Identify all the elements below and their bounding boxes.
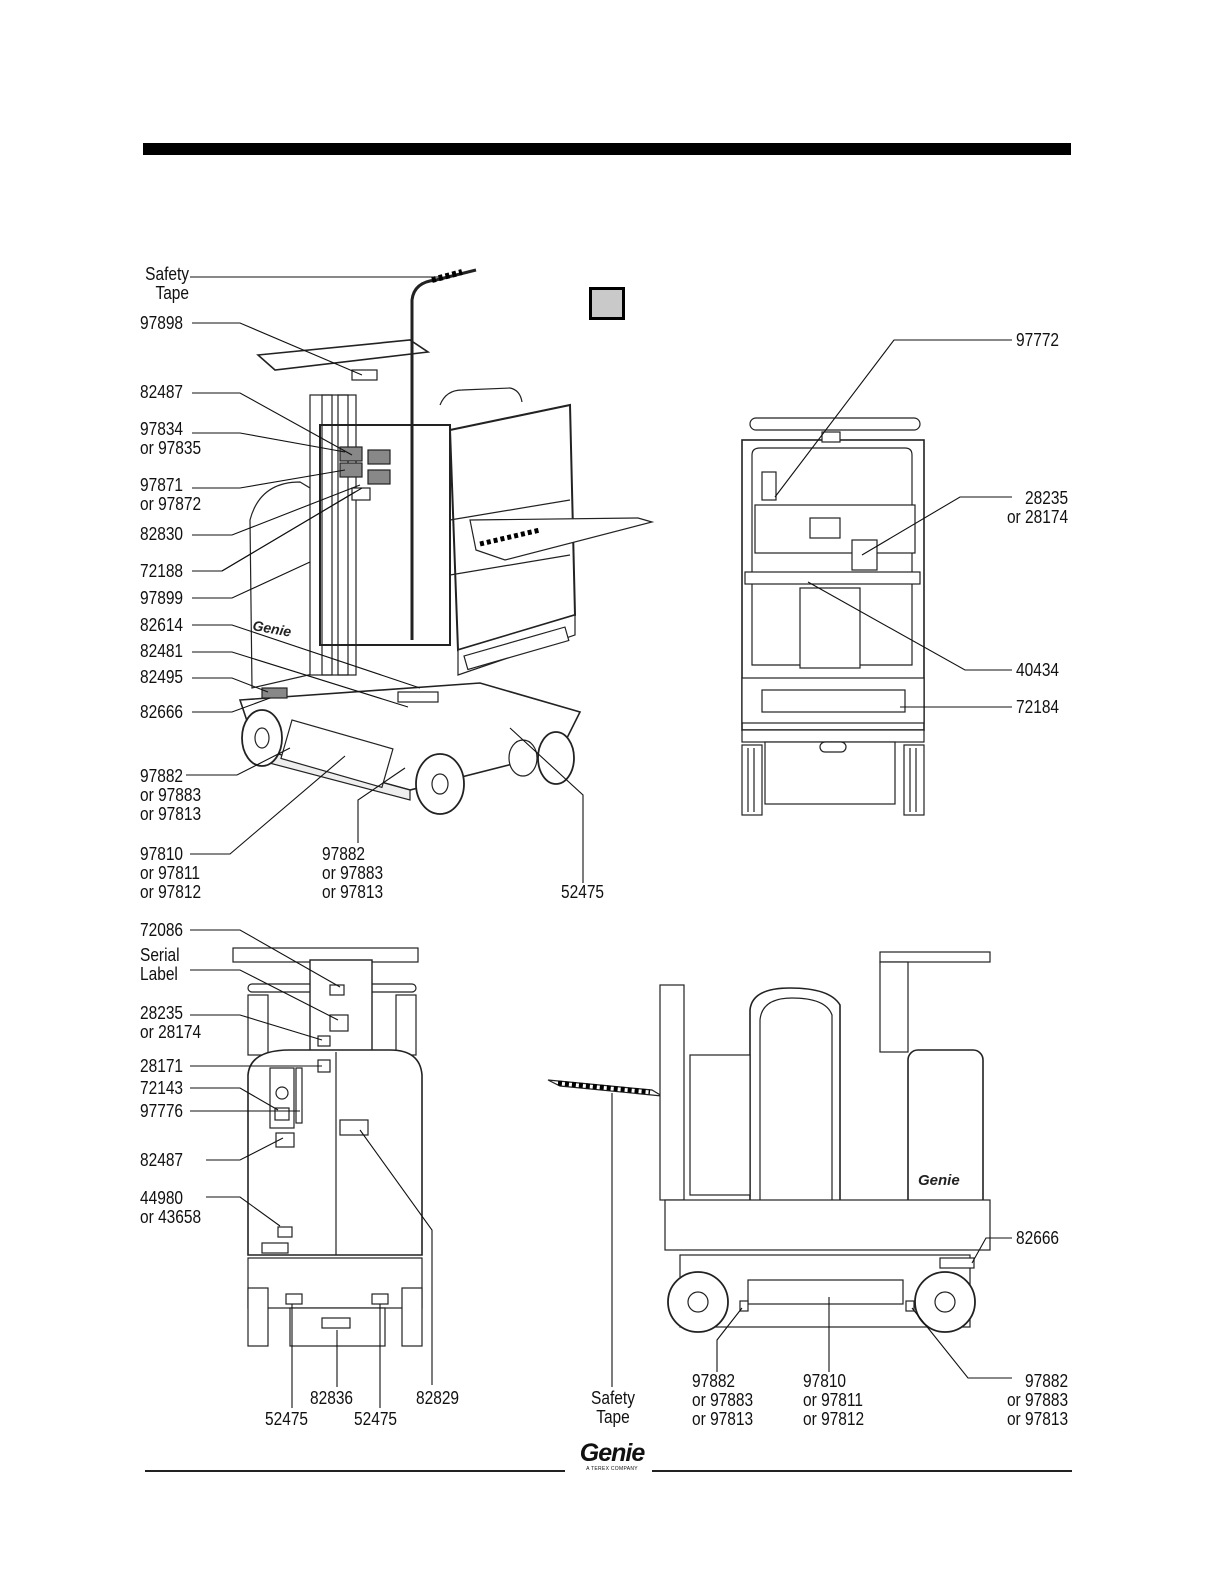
callout-97871: 97871 or 97872: [140, 475, 202, 514]
callout-97882-c: 97882 or 97883 or 97813: [692, 1371, 754, 1429]
callout-44980: 44980 or 43658: [140, 1188, 202, 1227]
callout-safety-tape-bottom: Safety Tape: [591, 1388, 635, 1427]
footer-logo: Genie A TEREX COMPANY: [567, 1439, 657, 1473]
callout-97898: 97898: [140, 313, 184, 333]
callout-72188: 72188: [140, 561, 184, 581]
side-view: Genie: [547, 951, 991, 1333]
callout-82614: 82614: [140, 615, 184, 635]
footer-rule-left: [145, 1470, 565, 1472]
callout-28235-left: 28235 or 28174: [140, 1003, 202, 1042]
callout-97882-b: 97882 or 97883 or 97813: [322, 844, 384, 902]
callout-97810-a: 97810 or 97811 or 97812: [140, 844, 202, 902]
section-tab-marker: [589, 287, 625, 320]
callout-82666-left: 82666: [140, 702, 184, 722]
callout-28171: 28171: [140, 1056, 184, 1076]
callout-40434: 40434: [1016, 660, 1060, 680]
callout-97810-c: 97810 or 97811 or 97812: [803, 1371, 865, 1429]
callout-97899: 97899: [140, 588, 184, 608]
callout-82666-right: 82666: [1016, 1228, 1060, 1248]
callout-82487-b: 82487: [140, 1150, 184, 1170]
footer-rule-right: [652, 1470, 1072, 1472]
rear-view: [741, 417, 925, 816]
machine-logo-side: Genie: [918, 1172, 960, 1189]
callout-82481: 82481: [140, 641, 184, 661]
callout-safety-tape-top: Safety Tape: [145, 264, 189, 303]
callout-97882-d: 97882 or 97883 or 97813: [1006, 1371, 1068, 1429]
callout-28235-right: 28235 or 28174: [1006, 488, 1068, 527]
callout-52475-bl: 52475: [265, 1409, 309, 1429]
callout-72086: 72086: [140, 920, 184, 940]
callout-82830: 82830: [140, 524, 184, 544]
callout-72143: 72143: [140, 1078, 184, 1098]
callout-82829: 82829: [416, 1388, 460, 1408]
callout-97834: 97834 or 97835: [140, 419, 202, 458]
leader-lines: [186, 276, 1012, 1408]
callout-82487: 82487: [140, 382, 184, 402]
callout-97772: 97772: [1016, 330, 1060, 350]
callout-97776: 97776: [140, 1101, 184, 1121]
machine-logo-iso: Genie: [251, 617, 292, 640]
callout-82495: 82495: [140, 667, 184, 687]
callout-serial-label: Serial Label: [140, 945, 180, 984]
callout-52475-br: 52475: [354, 1409, 398, 1429]
callout-52475-top: 52475: [561, 882, 605, 902]
callout-82836: 82836: [310, 1388, 354, 1408]
isometric-view: Genie: [238, 268, 655, 815]
footer-logo-word: Genie: [579, 1439, 645, 1467]
footer-logo-sub: A TEREX COMPANY: [586, 1466, 638, 1472]
callout-97882-a: 97882 or 97883 or 97813: [140, 766, 202, 824]
header-rule: [143, 143, 1071, 155]
callout-72184: 72184: [1016, 697, 1060, 717]
front-view: [232, 947, 423, 1347]
